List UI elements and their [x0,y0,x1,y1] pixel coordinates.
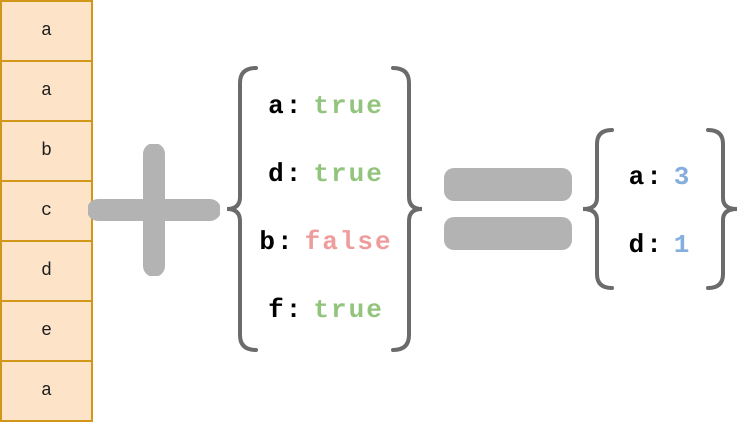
list-cell-label: a [41,81,52,101]
list-column: a a b c d e a [0,0,93,422]
map-entry-value: 1 [673,230,692,260]
map-entry-key: b [259,227,277,257]
curly-braces-icon [226,66,423,352]
curly-brace-left-icon [226,66,258,352]
map-entry: d: true [220,159,432,189]
map-entry-key: d [628,230,647,260]
map-entry-separator: : [276,227,295,257]
curly-braces-icon [582,128,738,290]
list-cell: a [2,2,91,62]
map-entry-key: f [268,295,286,325]
curly-brace-right-icon [706,128,738,290]
list-cell: a [2,362,91,420]
map-entry-separator: : [646,230,664,260]
list-cell: b [2,122,91,182]
map-entry-value: 3 [673,162,692,192]
map-entry: b: false [220,227,432,257]
list-cell: a [2,62,91,122]
list-cell-label: b [41,141,52,161]
plus-icon [88,144,220,276]
list-cell: d [2,242,91,302]
list-cell: e [2,302,91,362]
map-entry-value: true [313,91,384,121]
map-entry-key: a [268,91,286,121]
list-cell-label: c [41,201,52,221]
map-entry-value: false [304,227,393,257]
map-entry-separator: : [285,159,304,189]
map-entry: f: true [220,295,432,325]
map-entry: d:1 [578,230,742,260]
list-cell-label: e [41,321,52,341]
map-entry-key: d [268,159,286,189]
curly-brace-right-icon [391,66,423,352]
map-entry-separator: : [285,91,304,121]
map-entry-value: true [313,295,384,325]
map-entry: a: true [220,91,432,121]
list-cell-label: a [41,21,52,41]
map-entry-separator: : [285,295,304,325]
map-entry-key: a [628,162,647,192]
list-cell-label: a [41,381,52,401]
result-map: a:3 d:1 [578,120,748,290]
map-entry: a:3 [578,162,742,192]
predicate-map: a: true d: true b: false f: true [220,60,432,360]
list-cell: c [2,182,91,242]
curly-brace-left-icon [582,128,614,290]
map-entry-separator: : [646,162,664,192]
list-cell-label: d [41,261,52,281]
equals-icon [444,168,572,250]
map-entry-value: true [313,159,384,189]
